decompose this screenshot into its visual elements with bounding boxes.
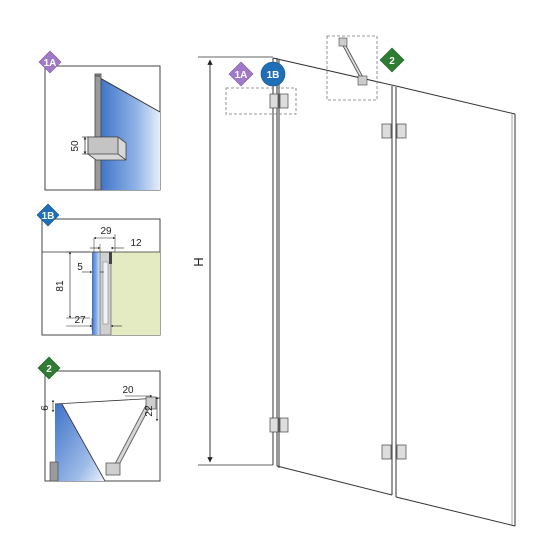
detail-1b-dim-bottom: 27 <box>74 315 86 326</box>
detail-2-glass <box>55 404 105 481</box>
svg-text:1A: 1A <box>44 58 57 69</box>
panel-door-2 <box>395 85 516 527</box>
detail-1b-dim-top-1: 29 <box>100 226 112 237</box>
svg-text:1A: 1A <box>235 70 248 81</box>
height-dimension: H <box>191 56 273 466</box>
detail-1a-post <box>94 73 102 191</box>
svg-text:2: 2 <box>389 56 395 67</box>
detail-2-dim-top: 20 <box>122 385 134 396</box>
badge-1a-detail: 1A <box>38 50 62 74</box>
detail-1b-dim-top-2: 12 <box>130 238 142 249</box>
callout-box-2 <box>326 35 378 101</box>
callout-box-1 <box>225 87 297 115</box>
hinge-bottom-left <box>269 417 289 433</box>
hinge-bottom-middle <box>381 444 407 460</box>
panel-fixed <box>272 57 397 466</box>
detail-1b-dim-height: 81 <box>55 280 66 292</box>
badge-1a-main: 1A <box>228 61 254 87</box>
detail-2-dim-right: 22 <box>144 405 155 417</box>
hinge-top-middle <box>381 123 407 139</box>
detail-1b-wall <box>111 252 160 335</box>
detail-2-dim-left: 6 <box>40 405 51 411</box>
detail-1a-glass <box>100 78 160 190</box>
svg-text:1B: 1B <box>267 70 280 81</box>
detail-1b-panel: 29 12 5 81 27 <box>41 218 161 336</box>
badge-2-detail: 2 <box>37 356 61 380</box>
detail-1b-dim-inner: 5 <box>77 262 83 273</box>
hinge-top-left <box>269 93 289 109</box>
height-label: H <box>191 257 206 266</box>
detail-2-glass-clamp <box>105 462 121 476</box>
detail-1b-glass <box>92 252 100 335</box>
detail-1a-hinge <box>87 136 127 161</box>
badge-2-main: 2 <box>379 47 405 73</box>
detail-1a-panel: 50 <box>44 65 161 191</box>
main-shower-screen: H <box>191 35 516 527</box>
svg-text:2: 2 <box>46 364 52 375</box>
badge-1b-detail: 1B <box>36 203 60 227</box>
svg-text:1B: 1B <box>42 211 55 222</box>
detail-2-panel: 6 20 22 <box>40 370 161 482</box>
detail-1a-dim-height: 50 <box>70 140 81 152</box>
stabilizer-bar <box>338 37 368 86</box>
badge-1b-main: 1B <box>260 61 286 87</box>
panel-door-1 <box>276 60 393 496</box>
